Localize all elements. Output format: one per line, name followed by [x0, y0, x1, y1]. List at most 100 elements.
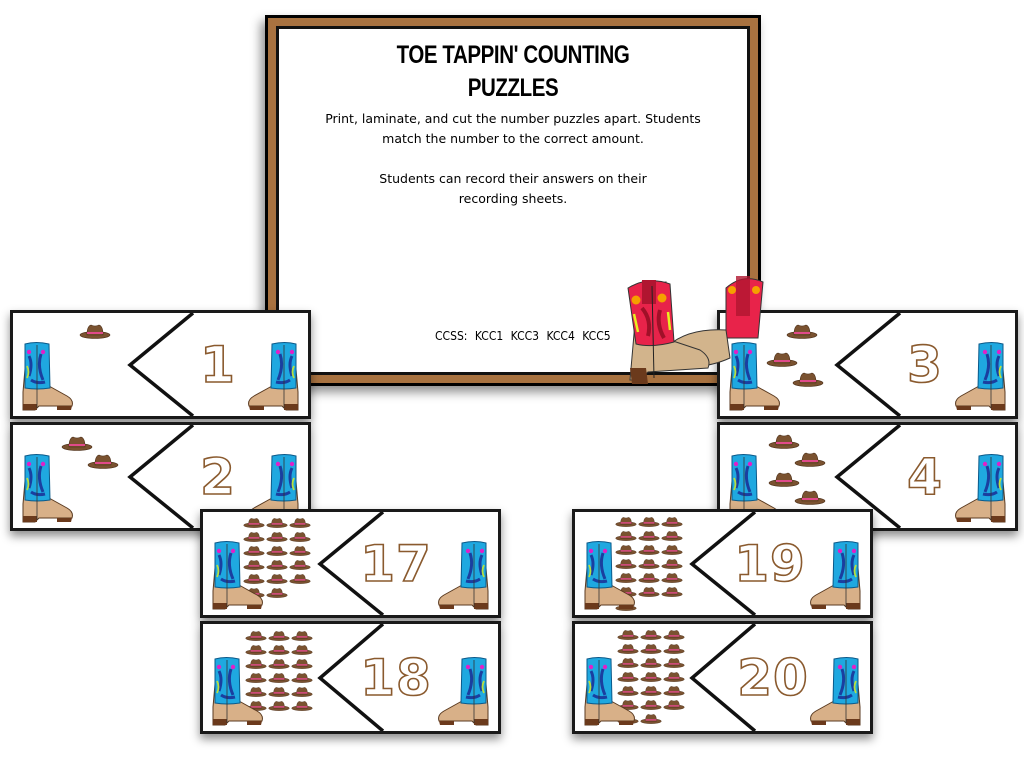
puzzle-number: 4 [906, 447, 943, 507]
blue-boot-icon [17, 342, 75, 412]
ccss-standards: CCSS: KCC1 KCC3 KCC4 KCC5 [435, 329, 611, 343]
puzzle-number: 2 [199, 447, 236, 507]
puzzle-number: 19 [733, 534, 806, 594]
cowboy-hat-icon [640, 657, 662, 668]
puzzle-card-19[interactable]: 19 [572, 509, 873, 618]
blue-boot-icon [436, 541, 494, 611]
puzzle-card-20[interactable]: 20 [572, 621, 873, 734]
cowboy-hat-icon [663, 643, 685, 654]
cowboy-hat-icon [266, 587, 288, 598]
cowboy-hat-icon [661, 530, 683, 541]
blue-boot-icon [207, 541, 265, 611]
cowboy-hat-icon [289, 573, 311, 584]
puzzle-cut-line [834, 313, 902, 416]
cowboy-hat-icon [266, 559, 288, 570]
blue-boot-icon [808, 541, 866, 611]
blue-boot-icon [808, 657, 866, 727]
cowboy-hat-icon [663, 657, 685, 668]
cowboy-hat-icon [661, 544, 683, 555]
cowboy-hat-icon [786, 323, 818, 339]
cowboy-hat-icon [640, 699, 662, 710]
recording-text: Students can record their answers on the… [379, 171, 647, 206]
cowboy-hat-icon [289, 559, 311, 570]
blue-boot-icon [953, 342, 1011, 412]
cowboy-hat-icon [661, 516, 683, 527]
cowboy-hat-icon [792, 371, 824, 387]
puzzle-cut-line [689, 512, 757, 615]
cowboy-hat-icon [289, 531, 311, 542]
red-cowboy-boots-icon [627, 276, 764, 384]
puzzle-number: 18 [359, 648, 432, 708]
cowboy-hat-icon [291, 686, 313, 697]
cover-brown-border: TOE TAPPIN' COUNTING PUZZLES Print, lami… [268, 18, 758, 383]
puzzle-number: 1 [199, 335, 236, 395]
puzzle-number: 3 [906, 335, 943, 395]
cowboy-hat-icon [638, 544, 660, 555]
cowboy-hat-icon [615, 516, 637, 527]
cowboy-hat-icon [243, 517, 265, 528]
card-face: 18 [203, 624, 498, 731]
cowboy-hat-icon [266, 531, 288, 542]
puzzle-card-18[interactable]: 18 [200, 621, 501, 734]
card-face: 17 [203, 512, 498, 615]
cowboy-hat-icon [638, 516, 660, 527]
cowboy-hat-icon [661, 558, 683, 569]
cover-title: TOE TAPPIN' COUNTING PUZZLES [321, 29, 705, 105]
blue-boot-icon [207, 657, 265, 727]
cowboy-hat-icon [663, 685, 685, 696]
cowboy-hat-icon [640, 685, 662, 696]
puzzle-card-1[interactable]: 1 [10, 310, 311, 419]
cowboy-hat-icon [289, 545, 311, 556]
cowboy-hat-icon [638, 530, 660, 541]
card-face: 19 [575, 512, 870, 615]
cowboy-hat-icon [640, 671, 662, 682]
cowboy-hat-icon [268, 644, 290, 655]
cowboy-hat-icon [794, 489, 826, 505]
cowboy-hat-icon [638, 586, 660, 597]
cowboy-hat-icon [268, 686, 290, 697]
cowboy-hat-icon [638, 558, 660, 569]
title-line-1: TOE TAPPIN' COUNTING [396, 41, 630, 69]
cowboy-hat-icon [291, 658, 313, 669]
puzzle-number: 20 [736, 648, 809, 708]
cowboy-hat-icon [291, 630, 313, 641]
cowboy-hat-icon [661, 586, 683, 597]
cowboy-hat-icon [268, 672, 290, 683]
cowboy-hat-icon [245, 644, 267, 655]
cowboy-hat-icon [268, 630, 290, 641]
cowboy-hat-icon [268, 700, 290, 711]
puzzle-card-3[interactable]: 3 [717, 310, 1018, 419]
cowboy-hat-icon [291, 644, 313, 655]
puzzle-cut-line [689, 624, 757, 731]
blue-boot-icon [953, 454, 1011, 524]
puzzle-card-17[interactable]: 17 [200, 509, 501, 618]
puzzle-cut-line [834, 425, 902, 528]
puzzle-cut-line [127, 313, 195, 416]
cowboy-hat-icon [245, 630, 267, 641]
cowboy-hat-icon [663, 629, 685, 640]
blue-boot-icon [579, 657, 637, 727]
cowboy-hat-icon [661, 572, 683, 583]
instructions-text: Print, laminate, and cut the number puzz… [325, 111, 701, 146]
card-face: 1 [13, 313, 308, 416]
puzzle-cut-line [317, 624, 385, 731]
cowboy-hat-icon [768, 433, 800, 449]
puzzle-cut-line [127, 425, 195, 528]
cowboy-hat-icon [640, 629, 662, 640]
cowboy-hat-icon [617, 643, 639, 654]
cowboy-hat-icon [291, 672, 313, 683]
blue-boot-icon [246, 342, 304, 412]
cowboy-hat-icon [79, 323, 111, 339]
cowboy-hat-icon [266, 573, 288, 584]
title-line-2: PUZZLES [467, 74, 559, 102]
cowboy-hat-icon [615, 530, 637, 541]
blue-boot-icon [579, 541, 637, 611]
blue-boot-icon [17, 454, 75, 524]
cowboy-hat-icon [268, 658, 290, 669]
card-face: 3 [720, 313, 1015, 416]
cowboy-hat-icon [87, 453, 119, 469]
cowboy-hat-icon [640, 643, 662, 654]
cowboy-hat-icon [266, 545, 288, 556]
cowboy-hat-icon [663, 699, 685, 710]
cowboy-hat-icon [61, 435, 93, 451]
